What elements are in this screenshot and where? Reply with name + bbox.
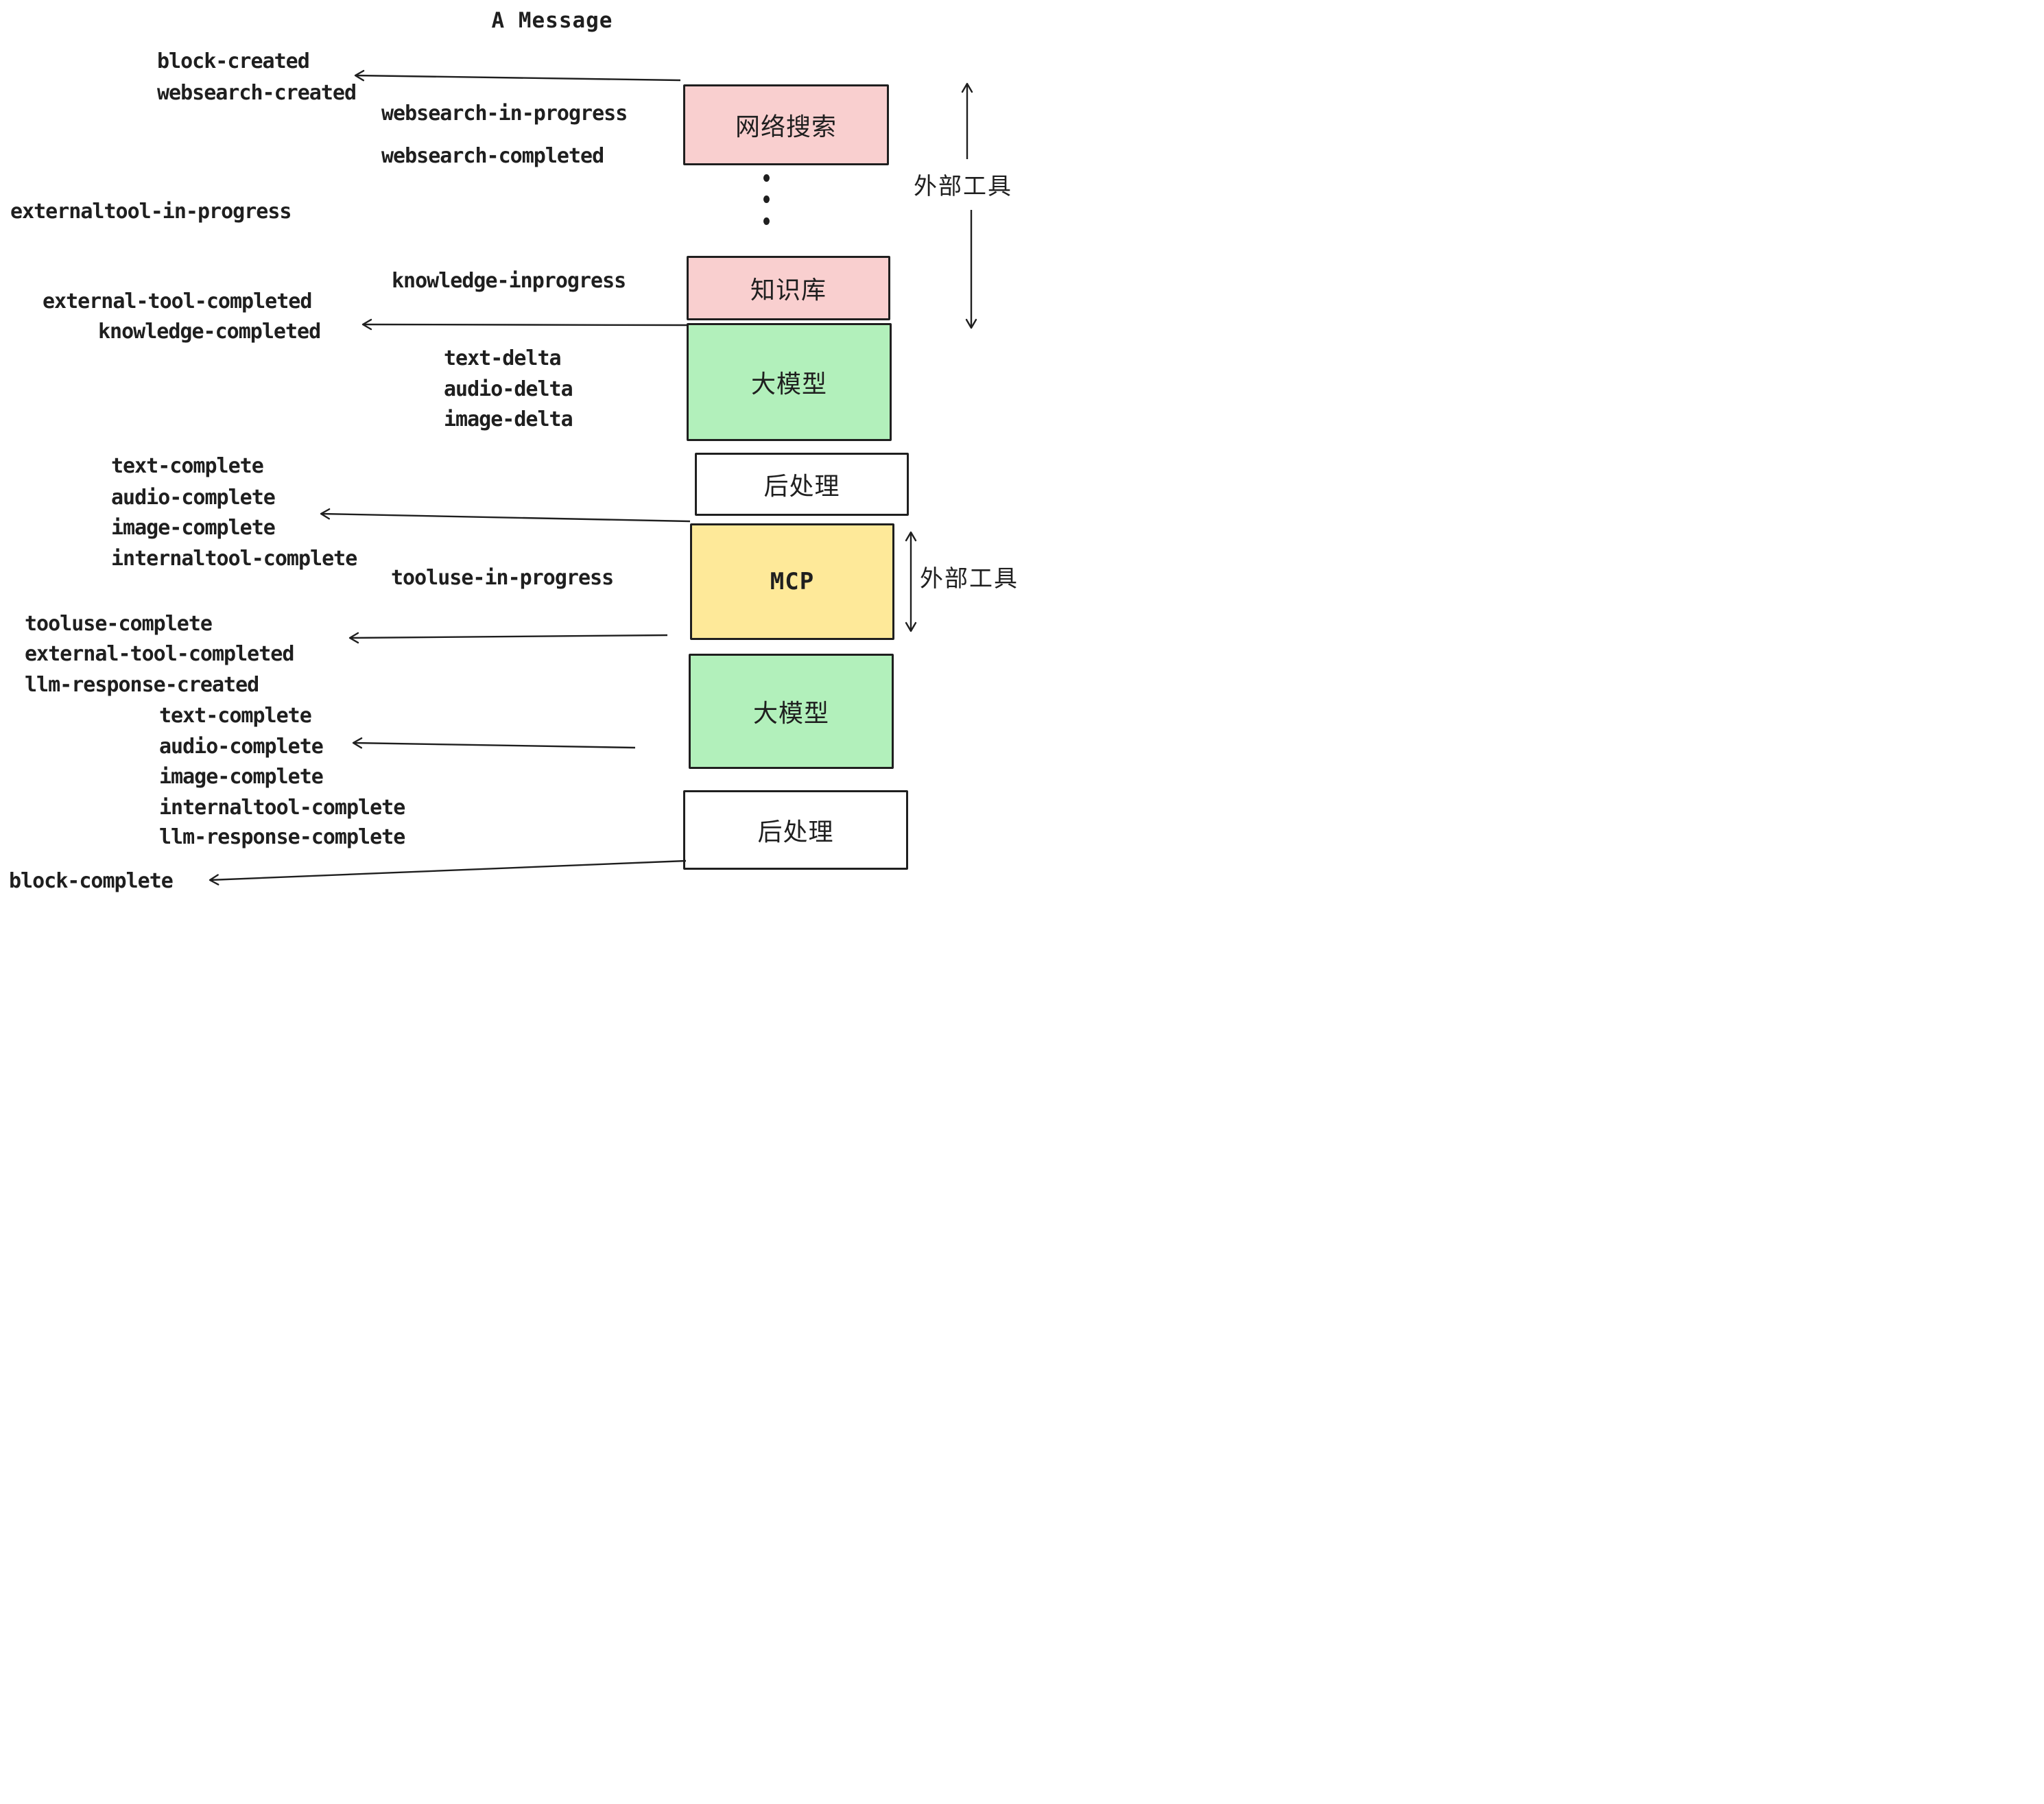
event-label-websearch-completed: websearch-completed bbox=[381, 144, 604, 168]
arrow-to-tooluse-complete bbox=[348, 632, 668, 644]
event-label-block-complete: block-complete bbox=[9, 869, 174, 893]
box-llm-top: 大模型 bbox=[687, 323, 892, 441]
event-label-externaltool-in-progress: externaltool-in-progress bbox=[10, 200, 292, 224]
box-postprocess-bottom-label: 后处理 bbox=[757, 818, 834, 846]
event-label-knowledge-inprogress: knowledge-inprogress bbox=[392, 269, 626, 293]
event-label-knowledge-completed: knowledge-completed bbox=[98, 320, 321, 344]
arrow-to-image-complete bbox=[320, 508, 691, 523]
box-llm-top-label: 大模型 bbox=[750, 370, 827, 399]
box-llm-bottom-label: 大模型 bbox=[752, 700, 829, 728]
event-label-image-delta: image-delta bbox=[444, 407, 573, 431]
box-knowledge-base-label: 知识库 bbox=[750, 276, 827, 305]
event-label-text-complete-2: text-complete bbox=[159, 704, 312, 728]
box-postprocess-top: 后处理 bbox=[695, 453, 909, 516]
external-tools-label-mid: 外部工具 bbox=[920, 560, 1019, 593]
arrow-to-knowledge-completed bbox=[361, 318, 687, 331]
event-label-tooluse-complete: tooluse-complete bbox=[25, 612, 213, 636]
event-label-tooluse-in-progress: tooluse-in-progress bbox=[391, 566, 614, 590]
event-label-websearch-created: websearch-created bbox=[157, 81, 357, 105]
page-title: A Message bbox=[491, 8, 613, 33]
box-knowledge-base: 知识库 bbox=[687, 256, 890, 320]
event-label-block-created: block-created bbox=[157, 49, 310, 73]
event-label-image-complete-2: image-complete bbox=[159, 765, 324, 789]
box-websearch: 网络搜索 bbox=[683, 84, 889, 165]
event-label-external-tool-completed-2: external-tool-completed bbox=[25, 642, 294, 666]
event-label-audio-complete-2: audio-complete bbox=[159, 735, 324, 759]
event-label-llm-response-complete: llm-response-complete bbox=[159, 825, 405, 849]
event-label-image-complete: image-complete bbox=[111, 516, 276, 540]
box-websearch-label: 网络搜索 bbox=[735, 113, 837, 141]
event-label-internaltool-complete: internaltool-complete bbox=[111, 547, 357, 571]
box-mcp: MCP bbox=[690, 523, 894, 640]
arrow-to-audio-complete bbox=[352, 737, 636, 749]
box-mcp-label: MCP bbox=[770, 568, 815, 595]
box-postprocess-top-label: 后处理 bbox=[763, 473, 840, 501]
event-label-websearch-in-progress: websearch-in-progress bbox=[381, 102, 628, 126]
event-label-audio-complete: audio-complete bbox=[111, 486, 276, 510]
box-llm-bottom: 大模型 bbox=[689, 654, 894, 769]
arrow-to-block-created bbox=[354, 69, 681, 82]
box-postprocess-bottom: 后处理 bbox=[683, 790, 908, 870]
event-label-external-tool-completed: external-tool-completed bbox=[43, 289, 312, 313]
event-label-audio-delta: audio-delta bbox=[444, 377, 573, 401]
external-tools-label-top: 外部工具 bbox=[914, 167, 1012, 201]
vertical-ellipsis-icon bbox=[761, 174, 772, 232]
event-label-llm-response-created: llm-response-created bbox=[25, 673, 259, 697]
diagram-canvas: A Message block-created websearch-create… bbox=[0, 0, 1022, 902]
event-label-text-delta: text-delta bbox=[444, 346, 562, 370]
event-label-text-complete: text-complete bbox=[111, 454, 264, 478]
event-label-internaltool-complete-2: internaltool-complete bbox=[159, 796, 405, 820]
arrow-to-block-complete bbox=[209, 859, 687, 886]
